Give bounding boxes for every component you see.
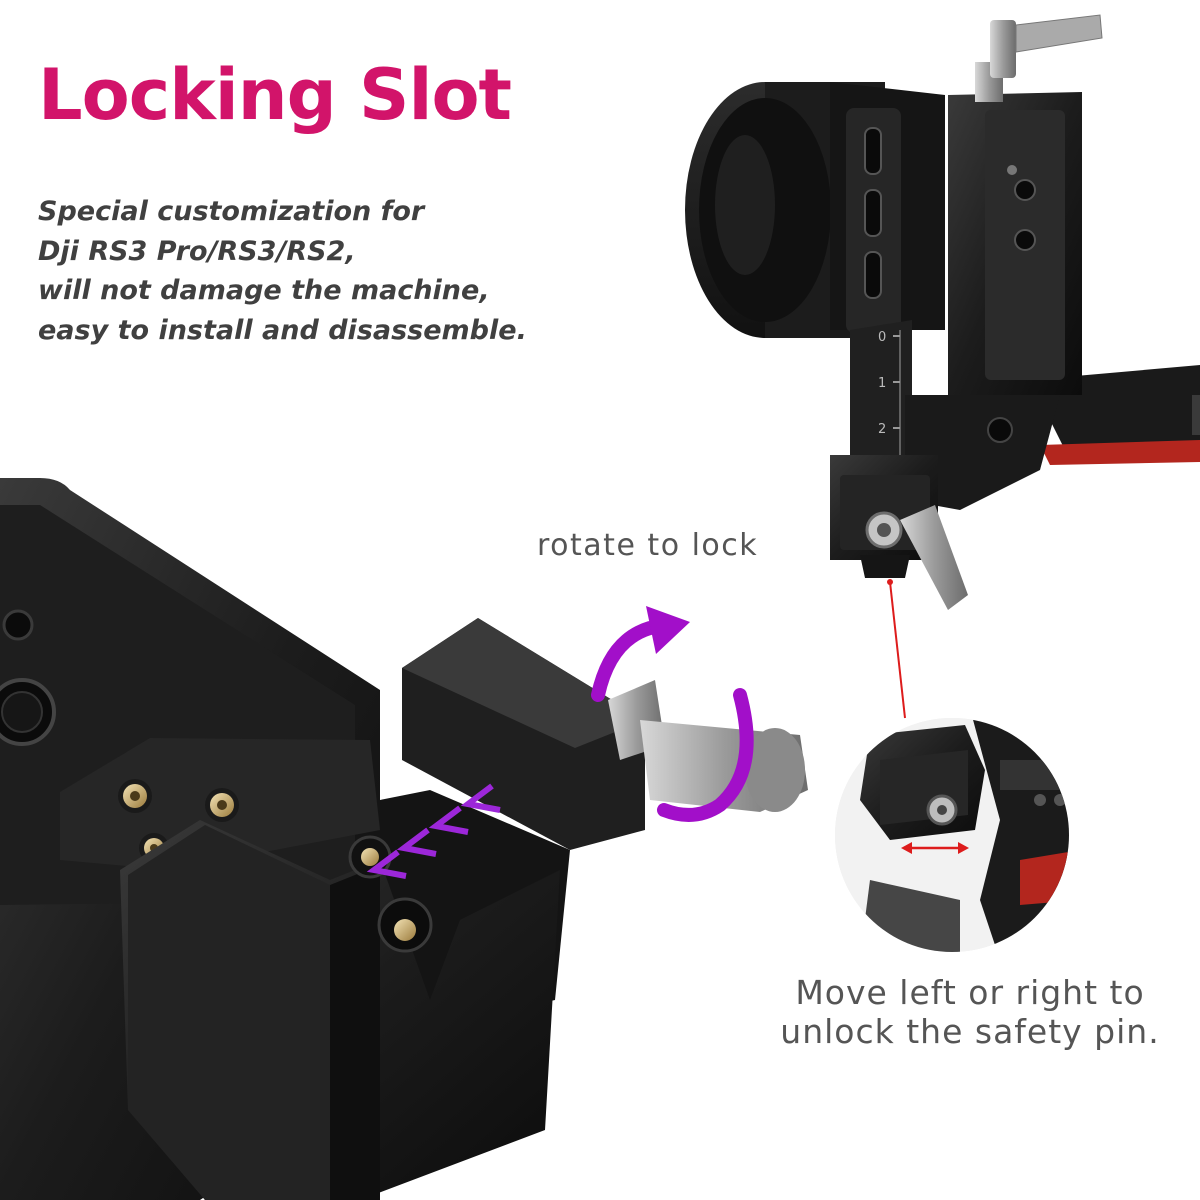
clamp-photo [0, 478, 808, 1200]
description-line: Dji RS3 Pro/RS3/RS2, [38, 235, 356, 267]
scale-label-2: 2 [878, 422, 886, 437]
scale-label-0: 0 [878, 330, 886, 345]
caption-line: Move left or right to [795, 973, 1145, 1012]
feature-description: Special customization for Dji RS3 Pro/RS… [38, 192, 598, 350]
indicator-line [889, 581, 906, 719]
description-line: will not damage the machine, [38, 275, 490, 306]
safety-pin-caption: Move left or right to unlock the safety … [760, 973, 1180, 1051]
description-line: Special customization for [38, 196, 425, 227]
gimbal-photo [685, 14, 1200, 610]
slide-direction-chevrons [366, 783, 501, 879]
rotate-to-lock-caption: rotate to lock [537, 528, 759, 563]
caption-line: unlock the safety pin. [780, 1012, 1160, 1051]
rotate-arrow [591, 606, 754, 822]
description-line: easy to install and disassemble. [38, 314, 527, 346]
safety-pin-inset [835, 718, 1069, 952]
page-title: Locking Slot [38, 54, 512, 136]
scale-label-1: 1 [878, 376, 886, 391]
